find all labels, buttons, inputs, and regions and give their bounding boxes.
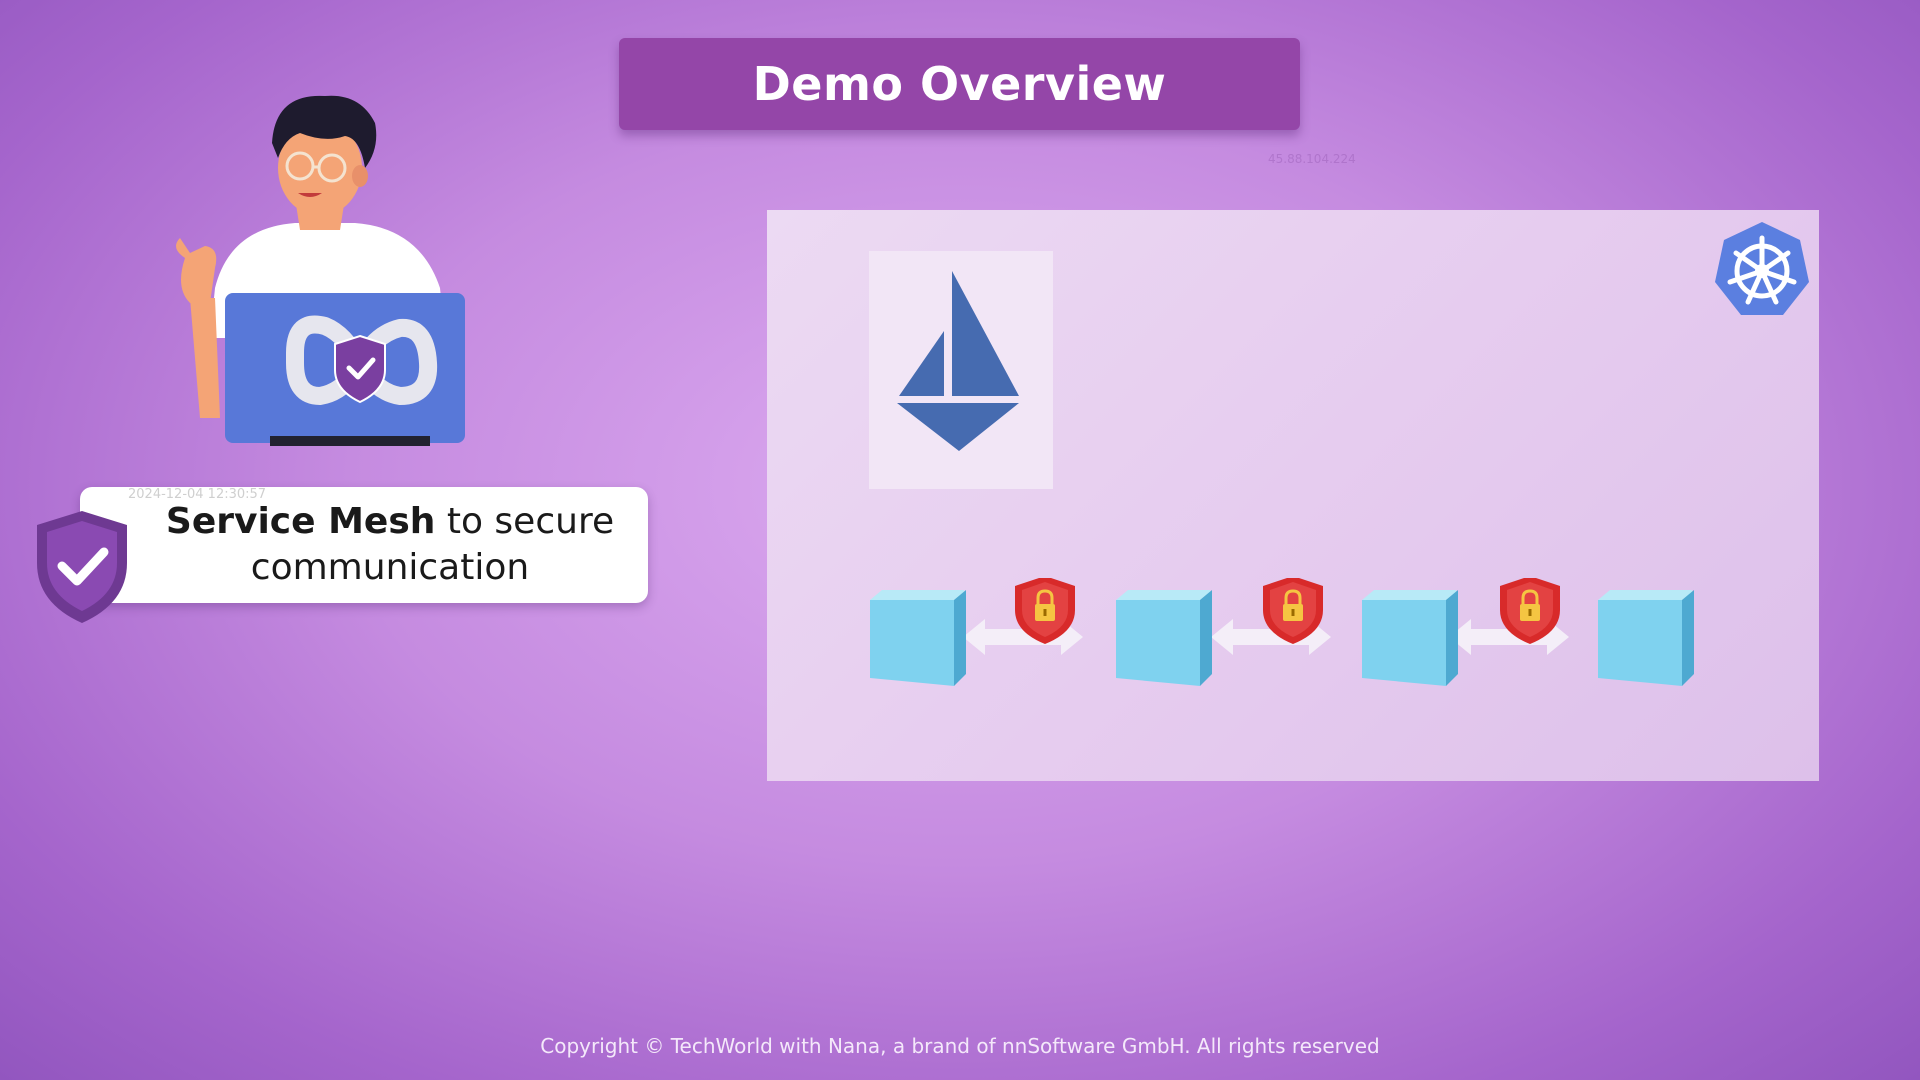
- service-cube: [870, 590, 966, 686]
- watermark-date: 2024-12-04 12:30:57: [128, 487, 267, 502]
- service-mesh-diagram: [870, 578, 1694, 686]
- callout-line2: communication: [250, 547, 530, 588]
- diagram-panel: [767, 210, 1819, 781]
- service-cube: [1362, 590, 1458, 686]
- title-bar: Demo Overview: [619, 38, 1300, 130]
- service-cube: [1116, 590, 1212, 686]
- callout-rest: to secure: [446, 501, 615, 542]
- callout-bold: Service Mesh: [165, 501, 436, 542]
- callout-card: 2024-12-04 12:30:57 Service Mesh to secu…: [80, 487, 648, 603]
- watermark-ip: 45.88.104.224: [1268, 152, 1356, 166]
- page-title: Demo Overview: [752, 57, 1167, 111]
- shield-check-icon: [37, 511, 127, 623]
- istio-sailboat-icon: [897, 271, 1019, 451]
- kubernetes-helm-icon: [1715, 222, 1809, 315]
- copyright-text: Copyright © TechWorld with Nana, a brand…: [540, 1034, 1380, 1058]
- istio-logo-box: [869, 251, 1053, 489]
- developer-character-icon: [176, 95, 465, 446]
- callout-text: Service Mesh to secure communication: [150, 499, 630, 591]
- service-cube: [1598, 590, 1694, 686]
